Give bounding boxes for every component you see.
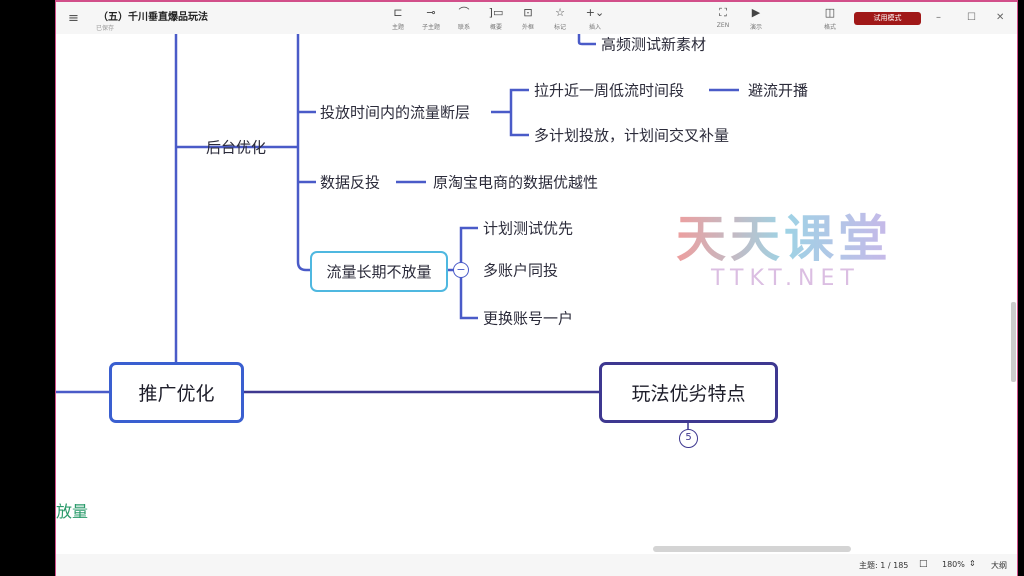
minimize-button[interactable]: – [936,12,941,23]
topic-count: 主题: 1 / 185 [859,561,909,570]
connector-lines [56,34,739,430]
collapsed-count-badge[interactable]: 5 [679,429,698,448]
marker-icon: ☆ [555,6,565,19]
present-icon: ▶ [751,6,761,19]
format-button[interactable]: ◫格式 [815,6,845,32]
format-icon: ◫ [824,6,836,19]
mindmap-canvas[interactable]: 天天课堂 TTKT.NET 高频测试新素材 后台优化 投放时间内的流量断层 拉升… [56,34,1017,546]
document-title: （五）千川垂直爆品玩法 [98,12,208,23]
menu-icon[interactable]: ≡ [68,11,79,26]
book-icon[interactable]: □ [919,559,928,569]
topic-backend-optimization[interactable]: 后台优化 [206,138,267,157]
horizontal-scrollbar[interactable] [653,546,851,552]
topic-traffic-gap[interactable]: 投放时间内的流量断层 [320,103,471,122]
zoom-stepper-icon[interactable]: ⇕ [969,559,976,568]
watermark-logo: 天天课堂 [676,199,892,271]
save-status: 已保存 [96,25,115,32]
present-button[interactable]: ▶演示 [741,6,771,32]
summary-icon: ]▭ [488,6,504,19]
insert-icon: +⌄ [585,6,605,19]
topic-boost-low-traffic[interactable]: 拉升近一周低流时间段 [534,81,685,100]
relation-button[interactable]: ⌒联系 [449,6,479,32]
watermark-url: TTKT.NET [711,266,860,291]
topic-multi-plan[interactable]: 多计划投放，计划间交叉补量 [534,126,730,145]
trial-mode-badge[interactable]: 试用模式 [854,12,921,25]
outline-button[interactable]: 大纲 [991,561,1007,570]
title-bar: ≡ （五）千川垂直爆品玩法 已保存 ⊏主题 ⊸子主题 ⌒联系 ]▭概要 ⊡外框 … [56,0,1017,34]
maximize-button[interactable]: ☐ [967,12,976,23]
topic-promotion-optimization[interactable]: 推广优化 [109,362,244,423]
topic-plan-test-first[interactable]: 计划测试优先 [483,219,574,238]
boundary-button[interactable]: ⊡外框 [513,6,543,32]
horizontal-scrollbar-track[interactable] [56,544,1017,546]
zoom-level[interactable]: 180% [942,560,965,569]
topic-features[interactable]: 玩法优劣特点 [599,362,778,423]
topic-high-frequency-material[interactable]: 高频测试新素材 [601,35,707,54]
zen-button[interactable]: ⛶ZEN [708,6,738,30]
topic-button[interactable]: ⊏主题 [383,6,413,32]
summary-button[interactable]: ]▭概要 [481,6,511,32]
topic-data-reverse[interactable]: 数据反投 [320,173,381,192]
collapse-toggle[interactable]: − [453,262,469,278]
topic-icon: ⊏ [393,6,403,19]
topic-taobao-data[interactable]: 原淘宝电商的数据优越性 [433,173,599,192]
zen-icon: ⛶ [719,6,727,19]
topic-change-account[interactable]: 更换账号一户 [483,309,574,328]
topic-traffic-not-growing[interactable]: 流量长期不放量 [310,251,448,292]
marker-button[interactable]: ☆标记 [545,6,575,32]
boundary-icon: ⊡ [523,6,533,19]
relation-icon: ⌒ [458,6,470,19]
topic-avoid-traffic-live[interactable]: 避流开播 [748,81,809,100]
close-button[interactable]: ✕ [996,12,1005,23]
topic-partial-left[interactable]: 放量 [56,502,89,521]
status-bar: 主题: 1 / 185 □ 180% ⇕ 大纲 [56,554,1017,576]
subtopic-icon: ⊸ [426,6,436,19]
insert-button[interactable]: +⌄插入 [580,6,610,32]
topic-multi-account[interactable]: 多账户同投 [483,261,559,280]
subtopic-button[interactable]: ⊸子主题 [416,6,446,32]
app-window: ≡ （五）千川垂直爆品玩法 已保存 ⊏主题 ⊸子主题 ⌒联系 ]▭概要 ⊡外框 … [55,0,1018,576]
vertical-scrollbar[interactable] [1011,302,1016,382]
